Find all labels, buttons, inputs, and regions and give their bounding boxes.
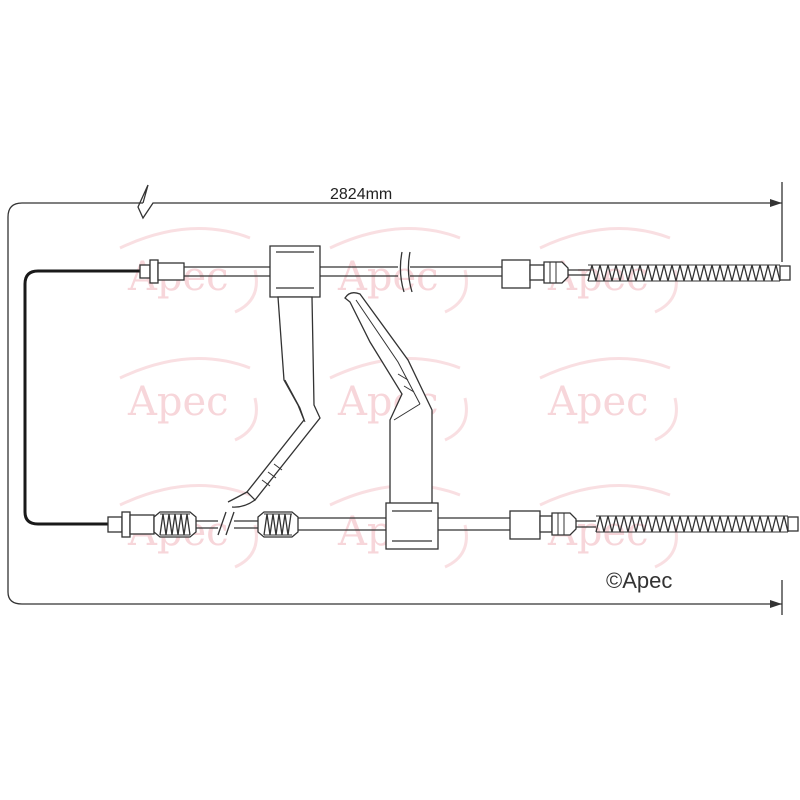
arrowhead-bottom bbox=[770, 600, 782, 608]
lower-spring bbox=[595, 515, 789, 533]
copyright-label: ©Apec bbox=[606, 568, 672, 593]
left-bracket bbox=[227, 245, 321, 508]
arrowhead-top bbox=[770, 199, 782, 207]
lower-end-tip bbox=[787, 516, 799, 532]
dimension-label: 2824mm bbox=[330, 186, 392, 203]
upper-abutment bbox=[501, 259, 531, 289]
lower-end-nipple bbox=[107, 516, 123, 533]
upper-abutment-neck bbox=[529, 264, 545, 281]
svg-text:Apec: Apec bbox=[127, 379, 229, 425]
upper-end-tip bbox=[779, 265, 791, 281]
watermark-3: Apec bbox=[539, 227, 678, 314]
left-cable-sheath bbox=[23, 269, 140, 526]
watermark-4: Apec bbox=[119, 357, 258, 442]
upper-break-mark-2 bbox=[407, 251, 413, 293]
svg-text:Apec: Apec bbox=[547, 379, 649, 425]
lower-end-collar bbox=[121, 511, 131, 538]
upper-spring bbox=[587, 264, 781, 282]
upper-cable bbox=[139, 251, 791, 293]
upper-end-ferrule bbox=[157, 262, 185, 281]
lower-abutment bbox=[509, 510, 541, 540]
lower-end-ferrule bbox=[129, 514, 155, 535]
lower-left-adjuster bbox=[153, 511, 197, 538]
watermark-6: Apec bbox=[539, 357, 678, 442]
right-bracket bbox=[344, 292, 439, 550]
lower-abutment-neck bbox=[539, 515, 553, 533]
upper-end-nipple bbox=[139, 264, 151, 279]
upper-break-mark-1 bbox=[399, 251, 405, 293]
lower-mid-thread-coil bbox=[263, 513, 292, 536]
lower-left-thread bbox=[159, 513, 191, 536]
dimension-line: 2824mm bbox=[7, 182, 783, 615]
lower-mid-thread bbox=[263, 513, 292, 536]
lower-break-mark bbox=[217, 511, 235, 536]
lower-cable bbox=[107, 510, 799, 540]
right-bracket-clamp bbox=[385, 502, 439, 550]
upper-end-collar bbox=[149, 259, 159, 284]
